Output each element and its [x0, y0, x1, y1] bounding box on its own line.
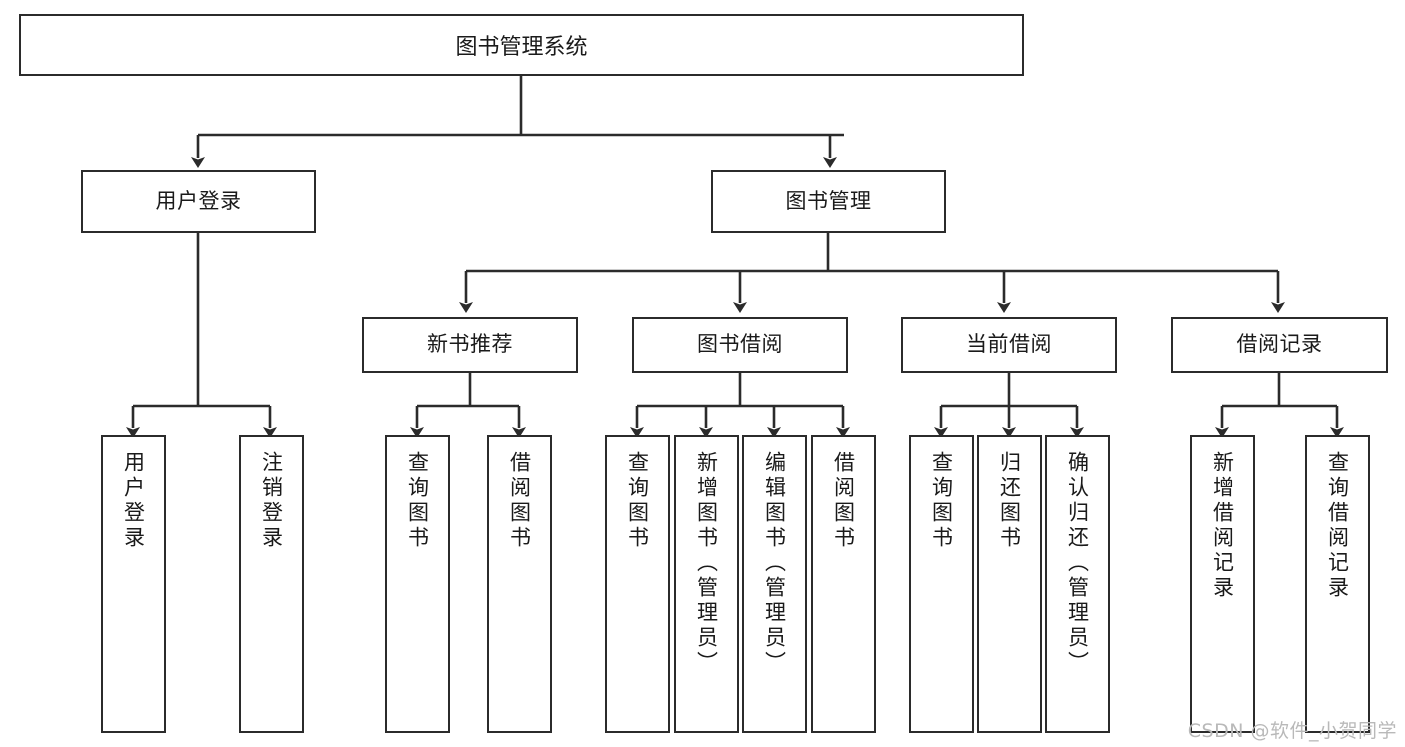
node-leaf-return-book[interactable]: 归还图书 — [977, 435, 1042, 733]
node-label: 图书管理系统 — [455, 35, 588, 60]
node-label: 确认归还（管理员） — [1065, 451, 1090, 676]
node-label: 新增借阅记录 — [1210, 451, 1235, 601]
node-label: 归还图书 — [997, 451, 1022, 551]
node-leaf-query-book-1[interactable]: 查询图书 — [385, 435, 450, 733]
node-leaf-logout-login[interactable]: 注销登录 — [239, 435, 304, 733]
node-label: 新书推荐 — [427, 332, 513, 357]
node-book-borrow[interactable]: 图书借阅 — [632, 317, 848, 373]
node-user-login[interactable]: 用户登录 — [81, 170, 316, 233]
node-leaf-query-record[interactable]: 查询借阅记录 — [1305, 435, 1370, 733]
node-current-borrow[interactable]: 当前借阅 — [901, 317, 1117, 373]
node-label: 注销登录 — [259, 451, 284, 551]
node-book-management[interactable]: 图书管理 — [711, 170, 946, 233]
node-label: 借阅记录 — [1236, 332, 1323, 357]
node-label: 编辑图书（管理员） — [762, 451, 787, 676]
node-label: 新增图书（管理员） — [694, 451, 719, 676]
node-leaf-borrow-book-1[interactable]: 借阅图书 — [487, 435, 552, 733]
node-label: 用户登录 — [155, 188, 242, 213]
node-leaf-user-login[interactable]: 用户登录 — [101, 435, 166, 733]
node-label: 图书管理 — [785, 188, 872, 213]
node-label: 当前借阅 — [966, 332, 1052, 357]
node-new-book-recommend[interactable]: 新书推荐 — [362, 317, 578, 373]
node-label: 借阅图书 — [507, 451, 532, 551]
node-label: 查询图书 — [625, 451, 650, 551]
node-leaf-query-book-3[interactable]: 查询图书 — [909, 435, 974, 733]
node-label: 查询图书 — [929, 451, 954, 551]
node-leaf-edit-book[interactable]: 编辑图书（管理员） — [742, 435, 807, 733]
node-label: 借阅图书 — [831, 451, 856, 551]
node-leaf-add-record[interactable]: 新增借阅记录 — [1190, 435, 1255, 733]
node-label: 图书借阅 — [697, 332, 783, 357]
node-label: 用户登录 — [121, 451, 146, 551]
node-root-system[interactable]: 图书管理系统 — [19, 14, 1024, 76]
node-leaf-query-book-2[interactable]: 查询图书 — [605, 435, 670, 733]
node-borrow-record[interactable]: 借阅记录 — [1171, 317, 1388, 373]
node-leaf-borrow-book-2[interactable]: 借阅图书 — [811, 435, 876, 733]
csdn-watermark: CSDN @软件_小贺同学 — [1187, 720, 1397, 742]
node-label: 查询图书 — [405, 451, 430, 551]
node-leaf-add-book[interactable]: 新增图书（管理员） — [674, 435, 739, 733]
node-label: 查询借阅记录 — [1325, 451, 1350, 601]
node-leaf-confirm-return[interactable]: 确认归还（管理员） — [1045, 435, 1110, 733]
